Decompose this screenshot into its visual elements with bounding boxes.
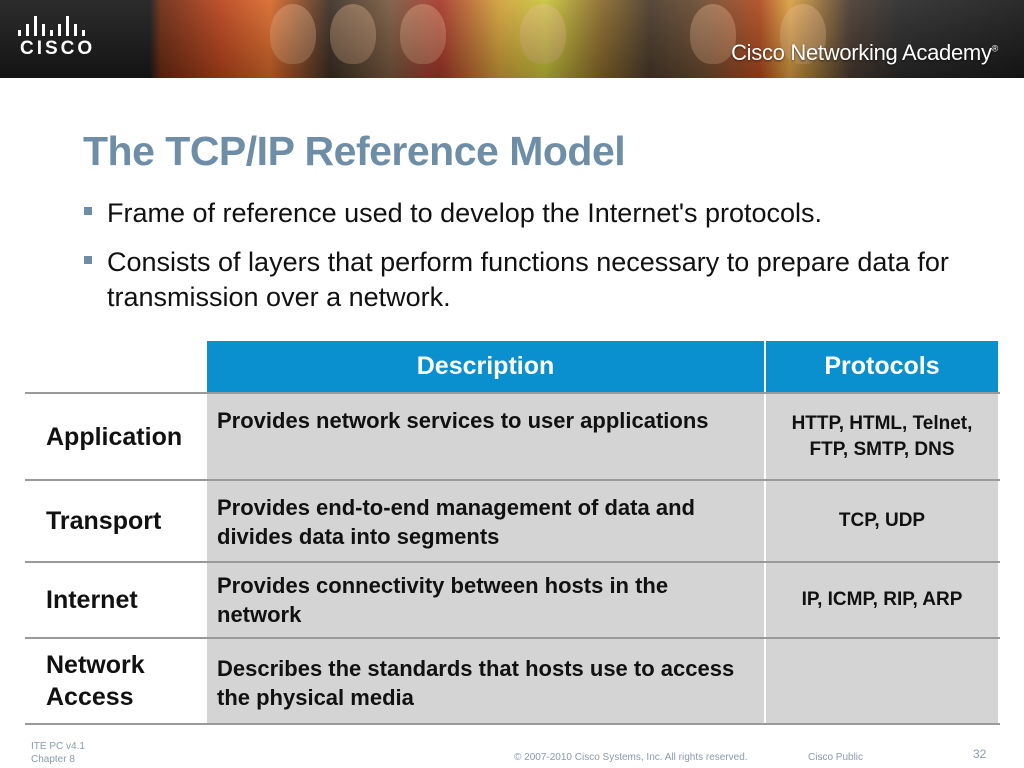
- bullet-text: Consists of layers that perform function…: [107, 247, 949, 312]
- slide-title: The TCP/IP Reference Model: [83, 128, 626, 174]
- layer-description: Describes the standards that hosts use t…: [207, 639, 764, 723]
- table-row: Application Provides network services to…: [25, 392, 1000, 479]
- layer-name: Transport: [25, 481, 207, 561]
- academy-label-text: Cisco Networking Academy: [731, 40, 992, 65]
- footer-classification: Cisco Public: [808, 752, 864, 763]
- tcpip-layers-table: Description Protocols Application Provid…: [25, 341, 1000, 725]
- footer-course-info: ITE PC v4.1 Chapter 8: [31, 740, 85, 766]
- table-row: Internet Provides connectivity between h…: [25, 561, 1000, 637]
- header-banner: CISCO Cisco Networking Academy®: [0, 0, 1024, 78]
- layer-description: Provides network services to user applic…: [207, 394, 764, 479]
- footer-chapter: Chapter 8: [31, 754, 75, 765]
- layer-protocols: HTTP, HTML, Telnet, FTP, SMTP, DNS: [766, 394, 998, 479]
- cisco-bridge-icon: [18, 14, 85, 36]
- layer-protocols: IP, ICMP, RIP, ARP: [766, 563, 998, 637]
- bullet-item: Consists of layers that perform function…: [82, 245, 982, 315]
- layer-protocols: TCP, UDP: [766, 481, 998, 561]
- layer-description: Provides connectivity between hosts in t…: [207, 563, 764, 637]
- layer-name: Application: [25, 394, 207, 479]
- bullet-square-icon: [84, 256, 92, 264]
- bullet-list: Frame of reference used to develop the I…: [82, 196, 982, 329]
- column-header-protocols: Protocols: [766, 341, 998, 392]
- bullet-square-icon: [84, 207, 92, 215]
- column-header-description: Description: [207, 341, 764, 392]
- bullet-item: Frame of reference used to develop the I…: [82, 196, 982, 231]
- bullet-text: Frame of reference used to develop the I…: [107, 198, 823, 228]
- registered-mark: ®: [991, 43, 999, 54]
- layer-name: Internet: [25, 563, 207, 637]
- footer-copyright: © 2007-2010 Cisco Systems, Inc. All righ…: [514, 752, 748, 763]
- table-header-row: Description Protocols: [25, 341, 1000, 392]
- cisco-logo-text: CISCO: [20, 38, 96, 59]
- layer-name: Network Access: [25, 639, 207, 723]
- table-header-blank: [25, 341, 207, 392]
- table-row: Transport Provides end-to-end management…: [25, 479, 1000, 561]
- cisco-logo: CISCO: [16, 14, 136, 64]
- footer-course: ITE PC v4.1: [31, 741, 85, 752]
- layer-description: Provides end-to-end management of data a…: [207, 481, 764, 561]
- page-number: 32: [973, 747, 987, 761]
- layer-protocols: [766, 639, 998, 723]
- academy-label: Cisco Networking Academy®: [731, 40, 998, 66]
- table-row: Network Access Describes the standards t…: [25, 637, 1000, 725]
